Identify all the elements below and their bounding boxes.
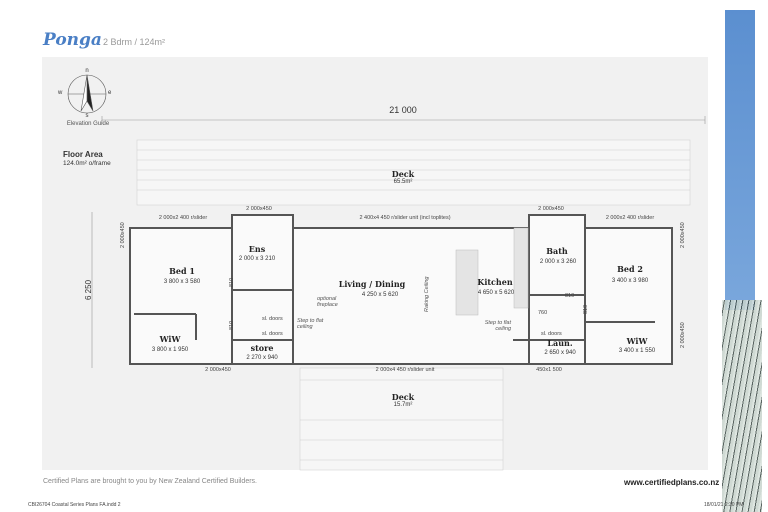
grass-image <box>722 300 762 512</box>
room-wiw-left: WiW <box>159 334 181 344</box>
deck-top-area: 65.5m² <box>393 179 413 185</box>
deck-top-label: Deck <box>391 169 415 179</box>
sl-doors-note: sl. doors <box>541 331 562 337</box>
door-width: 810 <box>229 277 235 287</box>
floor-area-value: 124.0m² o/frame <box>63 160 111 167</box>
window-label: 2 400x4 450 r/slider unit (incl toplites… <box>359 215 451 221</box>
room-store: store <box>250 343 274 353</box>
width-dimension: 21 000 <box>389 105 417 115</box>
window-label: 2 000x450 <box>120 222 126 248</box>
plan-subtitle: 2 Bdrm / 124m² <box>103 37 166 47</box>
raking-ceiling-note: Raking Ceiling <box>424 276 430 312</box>
room-bed2: Bed 2 <box>617 264 643 274</box>
door-width: 810 <box>229 320 235 330</box>
footer-credit: Certified Plans are brought to you by Ne… <box>43 478 257 485</box>
room-laundry: Laun. <box>547 338 573 348</box>
deck-top <box>136 139 691 206</box>
sl-doors-note: sl. doors <box>262 316 283 322</box>
room-ens: Ens <box>248 244 266 254</box>
window-label: 2 000x450 <box>205 367 231 373</box>
door-width: 810 <box>565 293 575 299</box>
print-file-name: CBI26704 Coastal Series Plans FA.indd 2 <box>28 502 121 508</box>
compass-s: s <box>85 113 89 119</box>
room-bed1-size: 3 800 x 3 580 <box>163 279 201 285</box>
door-width: 760 <box>538 310 548 316</box>
compass-icon <box>67 74 107 114</box>
room-bed1: Bed 1 <box>169 266 195 276</box>
room-ens-size: 2 000 x 3 210 <box>238 256 276 262</box>
window-label: 2 000x450 <box>246 206 272 212</box>
step-ceiling-note: Step to flat ceiling <box>297 318 324 330</box>
depth-dimension: 6 250 <box>84 279 93 300</box>
window-label: 2 000x2 400 r/slider <box>605 215 655 221</box>
width-dimension-line <box>101 116 706 124</box>
room-bath: Bath <box>546 246 568 256</box>
deck-bottom-label: Deck <box>391 392 415 402</box>
plan-title: Ponga <box>43 30 102 50</box>
compass-w: w <box>58 90 63 96</box>
compass-label: Elevation Guide <box>66 121 110 127</box>
floor-area-title: Floor Area <box>63 150 103 159</box>
kitchen-island <box>455 227 529 316</box>
compass-n: n <box>85 68 89 74</box>
step-ceiling-note: Step to flat ceiling <box>484 320 511 332</box>
window-label: 2 000x450 <box>680 322 686 348</box>
room-living-size: 4 250 x 5 620 <box>361 292 399 298</box>
room-kitchen-size: 4 650 x 5 620 <box>477 290 515 296</box>
room-wiw-right-size: 3 400 x 1 550 <box>618 348 656 354</box>
window-label: 2 000x4 450 r/slider unit <box>375 367 435 373</box>
building-walls <box>129 214 673 365</box>
room-kitchen: Kitchen <box>477 277 513 287</box>
door-width: 810 <box>583 304 589 314</box>
fireplace-note: optional fireplace <box>317 296 338 308</box>
room-wiw-right: WiW <box>626 336 648 346</box>
compass-e: e <box>108 90 112 96</box>
blue-side-band <box>725 10 755 310</box>
room-wiw-left-size: 3 800 x 1 950 <box>151 347 189 353</box>
room-laundry-size: 2 650 x 940 <box>544 350 576 356</box>
room-living: Living / Dining <box>338 279 406 289</box>
window-label: 2 000x450 <box>680 222 686 248</box>
sl-doors-note: sl. doors <box>262 331 283 337</box>
window-label: 450x1 500 <box>536 367 562 373</box>
deck-bottom <box>299 367 504 471</box>
room-bed2-size: 3 400 x 3 980 <box>611 278 649 284</box>
window-label: 2 000x2 400 r/slider <box>158 215 208 221</box>
deck-bottom-area: 15.7m² <box>393 402 413 408</box>
room-store-size: 2 270 x 940 <box>246 355 278 361</box>
footer-url[interactable]: www.certifiedplans.co.nz <box>624 478 720 487</box>
window-label: 2 000x450 <box>538 206 564 212</box>
print-date: 18/01/21 2:30 PM <box>704 502 744 508</box>
room-bath-size: 2 000 x 3 260 <box>539 259 577 265</box>
